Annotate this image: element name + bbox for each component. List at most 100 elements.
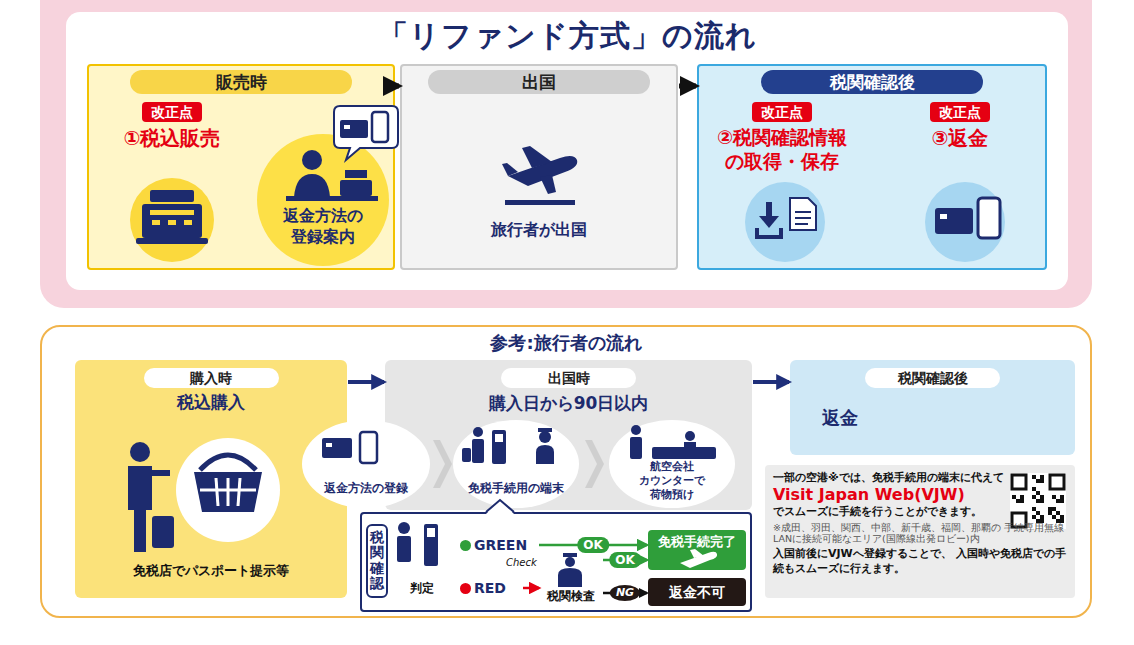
- speech-bubble-icon: [334, 106, 398, 160]
- qr-code: [1020, 495, 1024, 499]
- plane-small: [690, 549, 704, 558]
- counter-icon: [630, 437, 642, 459]
- cash-register-icon: [152, 220, 160, 225]
- qr-code: [1040, 515, 1044, 519]
- outcome-box: 返金不可: [648, 578, 746, 606]
- counter-icon: [631, 425, 641, 435]
- clerk-icon: [286, 196, 378, 201]
- registration-icon: [326, 443, 332, 447]
- circle-fill: [609, 420, 735, 508]
- inspector-figure: [558, 553, 582, 587]
- stage-header: 税関確認後: [761, 70, 983, 94]
- qr-code: [1012, 513, 1026, 527]
- step-title: 税込購入: [177, 391, 245, 414]
- judge-figure: [427, 528, 435, 537]
- circle-label: 返金方法の登録: [324, 480, 408, 497]
- refund-icon: [925, 182, 1005, 262]
- revision-point: 改正点①税込販売: [97, 102, 247, 166]
- qr-code: [1010, 473, 1066, 529]
- qr-code: [1060, 515, 1064, 519]
- circle-label: 航空会社 カウンターで 荷物預け: [634, 460, 710, 501]
- download-icon: [745, 182, 825, 262]
- counter-icon: [652, 447, 716, 459]
- guidance-circle: 返金方法の登録案内: [257, 134, 389, 266]
- step-circle: 航空会社 カウンターで 荷物預け: [609, 420, 735, 508]
- qr-code: [1040, 495, 1044, 499]
- circle-fill: [257, 134, 389, 266]
- chevron: [433, 440, 604, 488]
- flow-arrow: [753, 380, 789, 384]
- judge-figure: [398, 522, 410, 534]
- flow-arrow: [348, 380, 384, 384]
- qr-code: [1012, 475, 1026, 489]
- qr-code: [1040, 519, 1044, 523]
- cash-register-icon: [168, 220, 176, 225]
- qr-code: [1040, 499, 1044, 503]
- judge-figure: [397, 536, 411, 562]
- note-text: 入国前後にVJWへ登録することで、 入国時や免税店での手続もスムーズに行えます。: [773, 547, 1067, 576]
- qr-code: [1020, 499, 1024, 503]
- shopper-icon: [128, 466, 152, 552]
- revision-point: 改正点②税関確認情報の取得・保存: [707, 102, 857, 178]
- flow-arrow: [679, 84, 696, 89]
- kiosk-icon: [492, 430, 506, 464]
- shopper-icon: [227, 478, 230, 506]
- panel-heading: 参考:旅行者の流れ: [490, 331, 641, 355]
- stage-box: 税関確認後改正点②税関確認情報の取得・保存改正点③返金: [697, 64, 1047, 270]
- note-text: 一部の空港※では、免税手続用の端末に代えて: [773, 471, 1011, 485]
- stage-header: 販売時: [130, 70, 352, 94]
- qr-code: [1048, 511, 1052, 515]
- vertical-label: 税関確認: [366, 524, 388, 598]
- qr-code: [1036, 519, 1040, 523]
- qr-code: [1032, 507, 1036, 511]
- clerk-icon: [340, 180, 372, 196]
- note-footnote: ※成田、羽田、関西、中部、新千歳、福岡、那覇の 手続専用無線LANに接続可能なエ…: [773, 522, 1067, 546]
- kiosk-icon: [473, 427, 483, 437]
- speech-bubble-icon: [372, 112, 388, 142]
- shopper-icon: [238, 478, 240, 506]
- qr-code: [1056, 499, 1060, 503]
- qr-code: [1010, 473, 1066, 529]
- qr-code: [1056, 511, 1060, 515]
- counter-icon: [685, 431, 695, 441]
- cash-register-icon: [130, 178, 214, 262]
- speech-bubble-icon: [344, 125, 350, 129]
- circle-outline: [257, 134, 389, 266]
- stage-box: 出国旅行者が出国: [400, 64, 678, 270]
- customs-box: 税関確認判定GREENRED税関検査免税手続完了返金不可: [360, 512, 752, 612]
- qr-code: [1036, 511, 1040, 515]
- result-label: RED: [460, 578, 506, 598]
- plane-small: [680, 549, 717, 568]
- refund-icon: [940, 214, 947, 219]
- stage-header: 出国: [428, 70, 650, 94]
- shopper-icon: [152, 470, 170, 476]
- registration-icon: [322, 432, 377, 463]
- step-header: 購入時: [144, 368, 279, 388]
- refund-icon: [935, 208, 973, 234]
- step-circle: 免税手続用の端末: [453, 420, 579, 508]
- revision-text: ①税込販売: [124, 126, 221, 151]
- qr-code: [1052, 515, 1056, 519]
- download-icon: [795, 211, 811, 213]
- shopper-icon: [194, 472, 262, 512]
- qr-code: [1016, 499, 1020, 503]
- judge-figure: [397, 522, 438, 566]
- qr-code: [1060, 495, 1064, 499]
- chevron: [585, 440, 604, 488]
- counter-icon: [630, 425, 716, 459]
- clerk-icon: [302, 150, 322, 170]
- result-red: RED: [460, 578, 522, 598]
- qr-code: [1032, 487, 1036, 491]
- flow-arrow: [396, 84, 399, 89]
- revision-tag: 改正点: [930, 102, 990, 122]
- download-icon: [795, 217, 811, 219]
- kiosk-icon: [536, 445, 554, 464]
- note-text: でスムーズに手続を行うことができます。: [773, 505, 1011, 519]
- qr-code: [1036, 499, 1040, 503]
- plane-icon: [522, 146, 552, 168]
- step-circle: 返金方法の登録: [302, 420, 430, 508]
- note-highlight: Visit Japan Web(VJW): [773, 485, 1011, 505]
- counter-icon: [684, 442, 696, 448]
